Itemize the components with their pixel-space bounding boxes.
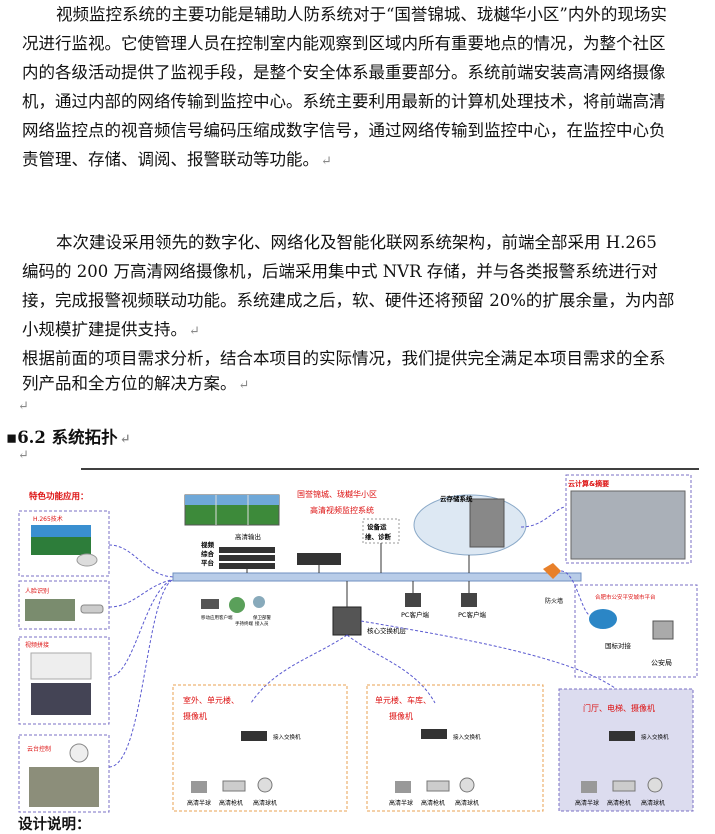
- cloud-compute-label: 云计算&摘要: [568, 479, 609, 488]
- system-title-2: 高清视频监控系统: [310, 505, 374, 515]
- section-heading: ▪6.2 系统拓扑↵: [6, 428, 131, 447]
- feature-stitch: 视频拼接: [25, 641, 49, 649]
- paragraph-2: 本次建设采用领先的数字化、网络化及智能化联网系统架构，前端全部采用 H.265 …: [22, 233, 675, 339]
- video-platform-label: 视频综合平台: [201, 540, 215, 567]
- security-access-label: 保卫部警接入员: [253, 614, 271, 627]
- zone-3-cam-bullet: 高清枪机: [607, 799, 631, 807]
- topology-diagram: 特色功能应用： H.265技术 人脸识别 视频拼接 云台控制 高清输出 视频综合…: [18, 468, 699, 813]
- zone-2-switch: 接入交换机: [453, 733, 481, 741]
- ops-label: 设备运维、诊断: [365, 522, 392, 541]
- feature-h265: H.265技术: [33, 515, 63, 523]
- zone-2-cam-ptz: 高清球机: [455, 799, 479, 807]
- cloud-storage-label: 云存储系统: [440, 494, 473, 503]
- zone-1-title: 室外、单元楼、摄像机: [183, 695, 239, 721]
- mobile-client-label: 移动应用客户端: [201, 614, 233, 621]
- national-dock-label: 国标对接: [605, 641, 632, 650]
- paragraph-3: 根据前面的项目需求分析，结合本项目的实际情况，我们提供完全满足本项目需求的全系列…: [22, 349, 666, 393]
- empty-line: ↵: [18, 399, 29, 414]
- paragraph-mark: ↵: [238, 378, 250, 393]
- zone-1-switch: 接入交换机: [273, 733, 301, 741]
- pc-client-label-2: PC客户端: [458, 610, 486, 619]
- zone-3-title: 门厅、电梯、摄像机: [583, 703, 655, 713]
- system-title-1: 国誉锦城、珑樾华小区: [297, 489, 377, 499]
- firewall-label: 防火墙: [545, 597, 563, 605]
- zone-1-cam-ptz: 高清球机: [253, 799, 277, 807]
- core-switch-label: 核心交换机层: [367, 626, 407, 635]
- design-note-label: 设计说明：: [18, 816, 91, 833]
- zone-2-title: 单元楼、车库、摄像机: [375, 695, 431, 721]
- zone-3-switch: 接入交换机: [641, 733, 669, 741]
- zone-3-cam-ptz: 高清球机: [641, 799, 665, 807]
- paragraph-mark: ↵: [189, 324, 200, 339]
- feature-face: 人脸识别: [25, 587, 49, 595]
- police-platform-label: 合肥市公安平安城市平台: [595, 593, 656, 601]
- police-bureau-label: 公安局: [651, 658, 672, 667]
- hd-output-label: 高清输出: [235, 532, 261, 541]
- empty-line: ↵: [18, 448, 29, 463]
- paragraph-mark: ↵: [321, 154, 332, 169]
- zone-3-cam-dome: 高清半球: [575, 799, 599, 807]
- zone-2-cam-dome: 高清半球: [389, 799, 413, 807]
- handheld-label: 手持终端: [235, 620, 253, 627]
- zone-1-cam-dome: 高清半球: [187, 799, 211, 807]
- paragraph-1: 视频监控系统的主要功能是辅助人防系统对于“国誉锦城、珑樾华小区”内外的现场实况进…: [22, 5, 667, 169]
- pc-client-label: PC客户端: [401, 610, 429, 619]
- zone-1-cam-bullet: 高清枪机: [219, 799, 243, 807]
- features-title: 特色功能应用：: [29, 491, 89, 502]
- zone-2-cam-bullet: 高清枪机: [421, 799, 445, 807]
- feature-ptz: 云台控制: [27, 745, 51, 753]
